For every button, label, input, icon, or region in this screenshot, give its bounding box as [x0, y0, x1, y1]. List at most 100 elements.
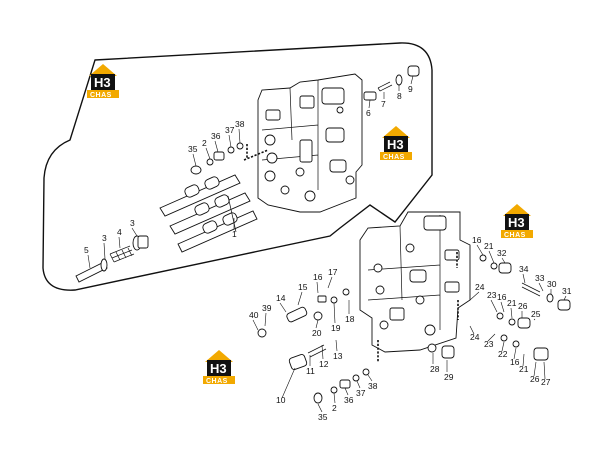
callout-label-21: 21: [519, 364, 529, 374]
callout-leader-line: [321, 344, 324, 360]
callout-label-38: 38: [235, 119, 245, 129]
watermark-letter: H3: [387, 137, 404, 152]
callout-label-10: 10: [276, 395, 286, 405]
callout-leader-line: [87, 254, 91, 269]
fittings-upper: [363, 65, 420, 101]
callout-leader-line: [131, 227, 138, 237]
callout-label-37: 37: [356, 388, 366, 398]
callout-leader-line: [533, 318, 536, 321]
watermark-letter: H3: [210, 361, 227, 376]
callout-label-7: 7: [381, 99, 386, 109]
callout-label-35: 35: [318, 412, 328, 422]
fittings-lower-left: [257, 288, 370, 404]
callout-label-4: 4: [117, 227, 122, 237]
callout-label-36: 36: [211, 131, 221, 141]
callout-label-2: 2: [332, 403, 337, 413]
watermark-logo-2: H3 CHAS: [380, 126, 412, 161]
callout-leader-line: [344, 387, 349, 396]
callout-label-27: 27: [541, 377, 551, 387]
callout-label-40: 40: [249, 310, 259, 320]
callout-label-1: 1: [232, 229, 237, 239]
callout-label-23: 23: [487, 290, 497, 300]
callout-label-32: 32: [497, 248, 507, 258]
callout-label-24: 24: [470, 332, 480, 342]
callout-label-20: 20: [312, 328, 322, 338]
detail-callout-outline: [42, 42, 433, 291]
callout-leader-line: [522, 273, 526, 284]
callout-label-22: 22: [498, 349, 508, 359]
watermark-text: CHAS: [90, 92, 112, 99]
callout-label-16: 16: [313, 272, 323, 282]
callout-leader-line: [533, 361, 537, 377]
callout-label-16: 16: [497, 292, 507, 302]
callout-leader-line: [264, 312, 267, 327]
watermark-logo-1: H3 CHAS: [87, 64, 119, 99]
callout-label-37: 37: [225, 125, 235, 135]
callout-leader-line: [522, 353, 525, 367]
callout-label-28: 28: [430, 364, 440, 374]
valve-body-lower: [359, 211, 471, 353]
callout-leader-line: [469, 291, 480, 301]
valve-body-upper: [257, 73, 363, 213]
callout-leader-line: [513, 347, 517, 360]
callout-leader-line: [356, 380, 361, 389]
callout-label-16: 16: [510, 357, 520, 367]
callout-leader-line: [538, 282, 544, 292]
watermark-text: CHAS: [206, 378, 228, 385]
callout-leader-line: [487, 333, 496, 342]
watermark-letter: H3: [508, 215, 525, 230]
callout-label-3: 3: [130, 218, 135, 228]
watermark-text: CHAS: [504, 232, 526, 239]
callout-leader-line: [368, 99, 371, 109]
callout-label-21: 21: [484, 241, 494, 251]
callout-label-34: 34: [519, 264, 529, 274]
callout-label-35: 35: [188, 144, 198, 154]
callout-label-25: 25: [531, 309, 541, 319]
callout-label-31: 31: [562, 286, 572, 296]
callout-leader-line: [410, 75, 414, 85]
callout-leader-line: [333, 302, 336, 324]
spool-group-upper: [159, 174, 258, 253]
watermark-logo-4: H3 CHAS: [203, 350, 235, 385]
callout-leader-line: [214, 140, 219, 153]
callout-leader-line: [501, 257, 506, 264]
callout-leader-line: [279, 302, 287, 313]
callout-label-21: 21: [507, 298, 517, 308]
callout-leader-line: [501, 341, 505, 352]
callout-label-36: 36: [344, 395, 354, 405]
callout-label-5: 5: [84, 245, 89, 255]
callout-leader-line: [297, 291, 303, 306]
callout-leader-line: [367, 374, 373, 382]
callout-label-9: 9: [408, 84, 413, 94]
callout-label-11: 11: [306, 366, 315, 376]
callout-leader-line: [563, 295, 567, 301]
callout-leader-line: [543, 361, 546, 380]
callout-label-2: 2: [202, 138, 207, 148]
watermark-letter: H3: [94, 75, 111, 90]
callout-label-18: 18: [345, 314, 355, 324]
callout-leader-line: [335, 339, 338, 352]
callout-label-26: 26: [530, 374, 540, 384]
dashed-leader-upper: [243, 144, 269, 161]
callout-label-24: 24: [475, 282, 485, 292]
callout-label-16: 16: [472, 235, 482, 245]
callout-label-23: 23: [484, 339, 494, 349]
callout-label-13: 13: [333, 351, 343, 361]
callout-leader-line: [205, 147, 211, 160]
callout-label-19: 19: [331, 323, 341, 333]
callout-label-15: 15: [298, 282, 308, 292]
callout-leader-line: [192, 153, 197, 167]
callout-leader-line: [476, 244, 484, 256]
callout-leader-line: [500, 301, 505, 313]
callout-label-39: 39: [262, 303, 272, 313]
callout-leader-line: [469, 325, 475, 335]
dashed-leader-lower-right: [456, 252, 459, 320]
callout-leader-line: [488, 250, 495, 264]
callout-leader-line: [281, 367, 296, 399]
callout-label-14: 14: [276, 293, 286, 303]
callout-leader-line: [510, 307, 513, 319]
watermark-logo-3: H3 CHAS: [501, 204, 533, 239]
